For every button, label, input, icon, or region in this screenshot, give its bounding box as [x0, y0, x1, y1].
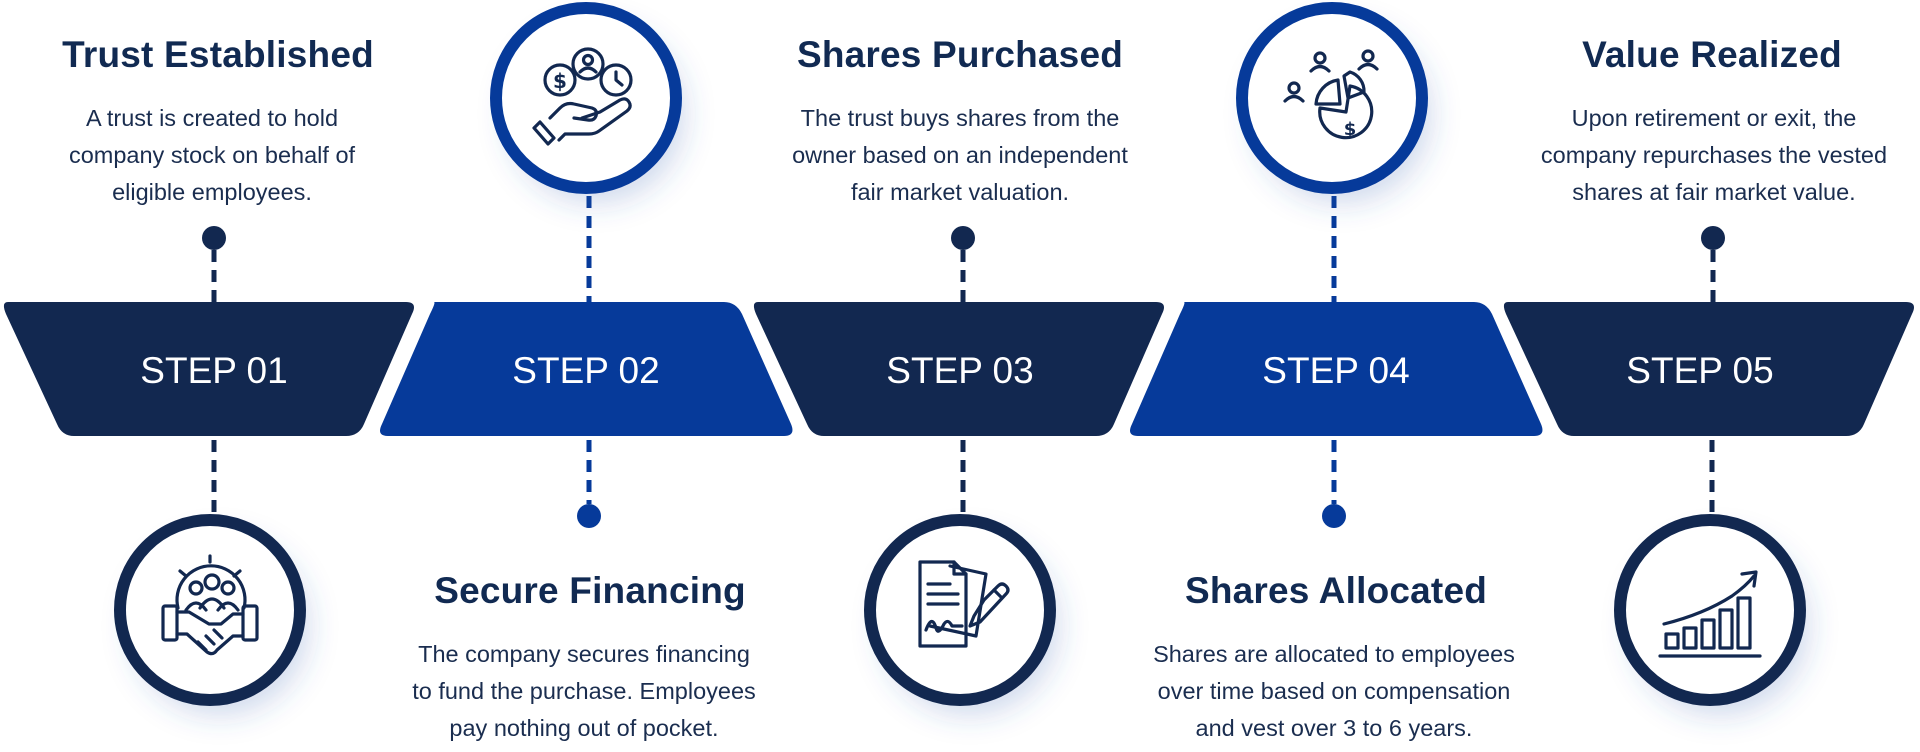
step-05-title-text: Value Realized: [1582, 34, 1842, 75]
step-04: STEP 04 $: [1130, 2, 1543, 528]
step-03-top-dot: [951, 226, 975, 250]
step-01-label: STEP 01: [140, 350, 287, 391]
step-03-description-line: fair market valuation.: [850, 179, 1070, 205]
step-01-description-line: A trust is created to hold: [85, 105, 339, 131]
step-04-description: Shares are allocated to employees over t…: [1114, 636, 1554, 747]
step-01: STEP 01 Trust Established: [3, 226, 415, 706]
step-01-description-line: company stock on behalf of: [68, 142, 356, 168]
step-02-banner: [380, 302, 793, 436]
step-05: STEP 05: [1503, 226, 1914, 706]
svg-text:$: $: [553, 69, 567, 93]
step-03: STEP 03: [753, 226, 1164, 706]
growth-bar-chart-icon: [1658, 570, 1762, 658]
signed-contract-icon: [918, 560, 1010, 648]
step-04-banner: [1130, 302, 1543, 436]
step-03-description-line: The trust buys shares from the: [800, 105, 1120, 131]
step-05-description-line: company repurchases the vested: [1540, 142, 1888, 168]
step-02-description-line: pay nothing out of pocket.: [449, 715, 719, 741]
step-01-top-dot: [202, 226, 226, 250]
step-03-title-text: Shares Purchased: [796, 34, 1124, 75]
step-03-icon-circle: [864, 514, 1056, 706]
step-02-label: STEP 02: [512, 350, 659, 391]
step-05-top-dot: [1701, 226, 1725, 250]
step-04-bottom-dot: [1322, 504, 1346, 528]
step-05-label: STEP 05: [1626, 350, 1773, 391]
handshake-people-gear-icon: [161, 554, 259, 656]
step-04-description-line: Shares are allocated to employees: [1153, 641, 1515, 667]
step-05-description: Upon retirement or exit, the company rep…: [1494, 100, 1920, 211]
step-02-bottom-dot: [577, 504, 601, 528]
step-04-description-line: and vest over 3 to 6 years.: [1195, 715, 1473, 741]
step-05-banner: [1503, 302, 1914, 436]
step-01-description-line: eligible employees.: [112, 179, 312, 205]
step-04-description-line: over time based on compensation: [1157, 678, 1511, 704]
step-02-description-line: to fund the purchase. Employees: [412, 678, 756, 704]
step-02-title-text: Secure Financing: [434, 570, 746, 611]
step-04-label: STEP 04: [1262, 350, 1409, 391]
step-03-description-line: owner based on an independent: [792, 142, 1128, 168]
step-04-title-text: Shares Allocated: [1184, 570, 1488, 611]
step-05-icon-circle: [1614, 514, 1806, 706]
step-05-description-line: Upon retirement or exit, the: [1571, 105, 1857, 131]
step-05-description-line: shares at fair market value.: [1572, 179, 1856, 205]
step-02-description-line: The company secures financing: [418, 641, 750, 667]
hand-money-time-icon: $: [532, 47, 633, 146]
step-03-label: STEP 03: [886, 350, 1033, 391]
step-03-banner: [753, 302, 1164, 436]
step-01-description: A trust is created to hold company stock…: [0, 100, 432, 211]
step-02-icon-circle: [490, 2, 682, 194]
step-01-banner: [3, 302, 415, 436]
step-01-title-text: Trust Established: [62, 34, 374, 75]
step-02-description: The company secures financing to fund th…: [364, 636, 804, 747]
step-04-icon-circle: [1236, 2, 1428, 194]
step-03-description: The trust buys shares from the owner bas…: [740, 100, 1180, 211]
step-01-icon-circle: [114, 514, 306, 706]
step-02: STEP 02 $: [380, 2, 793, 528]
svg-text:$: $: [1344, 119, 1357, 140]
pie-chart-people-icon: $: [1283, 49, 1379, 140]
